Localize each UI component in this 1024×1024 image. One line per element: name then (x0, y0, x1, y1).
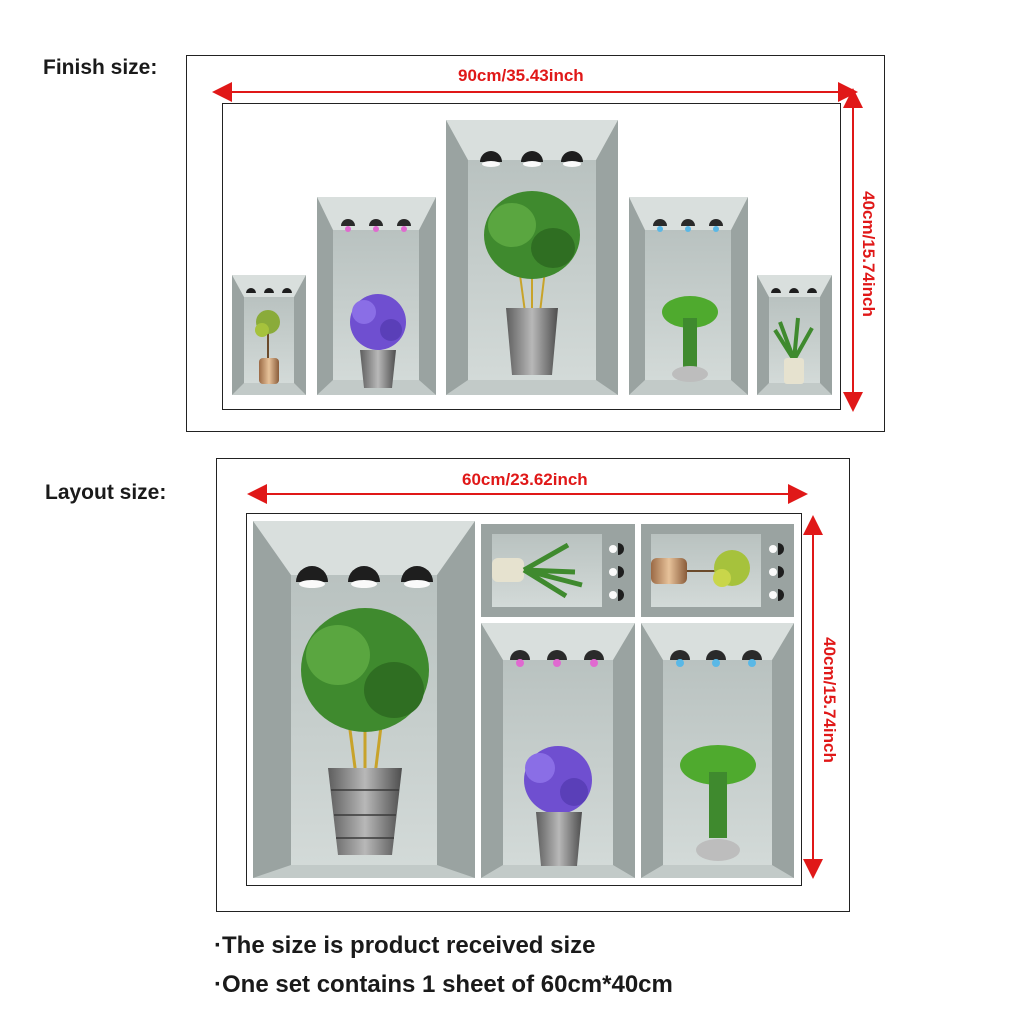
layout-panel-bamboo (253, 521, 475, 878)
bullet-dot: · (214, 932, 222, 959)
bullet-dot: · (214, 971, 222, 998)
layout-inner-border (246, 513, 802, 886)
finish-niche-3 (446, 120, 618, 395)
finish-size-label: Finish size: (43, 56, 158, 79)
layout-panel-purple-flowers (481, 623, 635, 878)
note-line-1: ·The size is product received size (214, 932, 595, 960)
layout-width-text: 60cm/23.62inch (462, 470, 588, 489)
finish-niche-4 (629, 197, 748, 395)
layout-panel-lucky-bamboo (641, 623, 794, 878)
layout-size-label: Layout size: (45, 481, 167, 504)
finish-height-text: 40cm/15.74inch (859, 191, 878, 317)
layout-panel-sideways-palm (481, 524, 635, 617)
layout-height-text: 40cm/15.74inch (820, 637, 839, 763)
layout-panel-sideways-tree (641, 524, 794, 617)
finish-inner-border (222, 103, 841, 410)
note-1-text: The size is product received size (222, 932, 596, 959)
finish-niche-1 (232, 275, 306, 395)
finish-niche-2 (317, 197, 436, 395)
finish-niche-5 (757, 275, 832, 395)
finish-width-text: 90cm/35.43inch (458, 66, 584, 85)
note-line-2: ·One set contains 1 sheet of 60cm*40cm (214, 971, 673, 999)
note-2-text: One set contains 1 sheet of 60cm*40cm (222, 971, 673, 998)
